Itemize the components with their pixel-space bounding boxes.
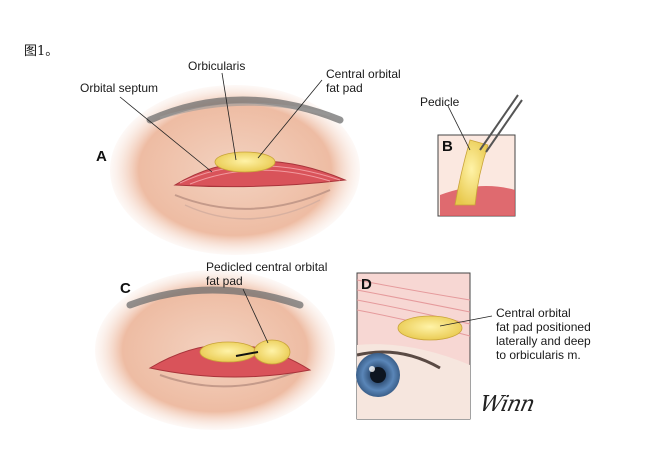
panel-c-letter: C (120, 280, 131, 297)
artist-signature: Winn (477, 392, 537, 417)
panel-a-lid-crease (174, 189, 331, 210)
label-pedicled-line1: Pedicled central orbital (206, 260, 328, 274)
panel-a-letter: A (96, 148, 107, 165)
label-d-line1: Central orbital (496, 306, 571, 320)
panel-b-pedicle (454, 139, 489, 206)
panel-b-forceps (479, 94, 519, 151)
panel-d-lash-line (356, 350, 441, 370)
label-d-line4: to orbicularis m. (496, 348, 581, 362)
label-pedicled-line2: fat pad (206, 274, 243, 288)
label-d-line3: laterally and deep (496, 334, 591, 348)
figure-caption: 图1。 (24, 44, 59, 59)
label-pedicle: Pedicle (420, 95, 460, 109)
label-orbital-septum: Orbital septum (80, 81, 159, 95)
panel-b-art (437, 94, 523, 217)
label-d-line2: fat pad positioned (496, 320, 591, 334)
panel-c-art (95, 270, 335, 430)
label-central-fat-line1: Central orbital (326, 67, 401, 81)
panel-d-fat-pad (397, 315, 463, 341)
panel-d-art (356, 272, 493, 420)
panel-d-letter: D (361, 276, 372, 293)
panel-a-fat-pad (214, 151, 276, 173)
panel-b-letter: B (442, 138, 453, 155)
panel-a-art (110, 72, 360, 255)
panel-c-pedicled-fat (253, 339, 291, 365)
label-orbicularis: Orbicularis (188, 59, 246, 73)
label-central-fat-line2: fat pad (326, 81, 363, 95)
panel-c-eyebrow (126, 286, 304, 309)
